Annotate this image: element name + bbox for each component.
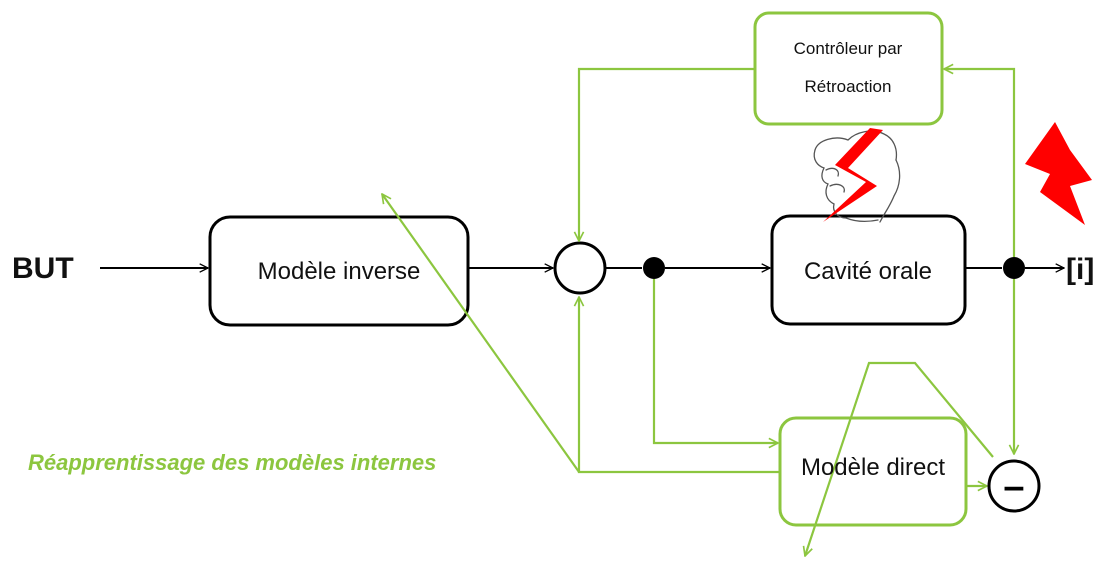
sum-junction [553, 241, 607, 295]
oral-cavity-label: Cavité orale [804, 258, 932, 285]
learning-to-inverse-arrow [382, 194, 580, 473]
oral-cavity-box [770, 214, 967, 326]
inverse-model-box [208, 215, 470, 327]
comparator-junction [987, 459, 1041, 513]
forward-model-learning-arrow [805, 361, 994, 556]
goal-label: BUT [12, 252, 74, 285]
controller-to-sum-arrow [579, 67, 755, 241]
head-profile-icon [813, 130, 901, 223]
learning-to-sum-arrow [579, 297, 780, 474]
perturbation-bolt-icon-output [1025, 122, 1092, 225]
perturbation-bolt-icon [823, 128, 883, 222]
inverse-model-label: Modèle inverse [258, 258, 421, 285]
node-to-forward-model-arrow [652, 279, 778, 443]
branch-node-1 [643, 257, 665, 279]
feedback-controller-label-line1: Contrôleur par [794, 39, 903, 58]
relearning-label: Réapprentissage des modèles internes [28, 450, 436, 475]
feedback-controller-label-line2: Rétroaction [805, 77, 892, 96]
output-to-controller-arrow [944, 69, 1016, 257]
output-label: [i] [1066, 253, 1094, 286]
forward-model-label: Modèle direct [801, 454, 945, 481]
comparator-sign: – [1003, 466, 1024, 508]
learning-paths [382, 11, 1016, 556]
branch-node-2 [1003, 257, 1025, 279]
feedback-controller-box [753, 11, 944, 126]
